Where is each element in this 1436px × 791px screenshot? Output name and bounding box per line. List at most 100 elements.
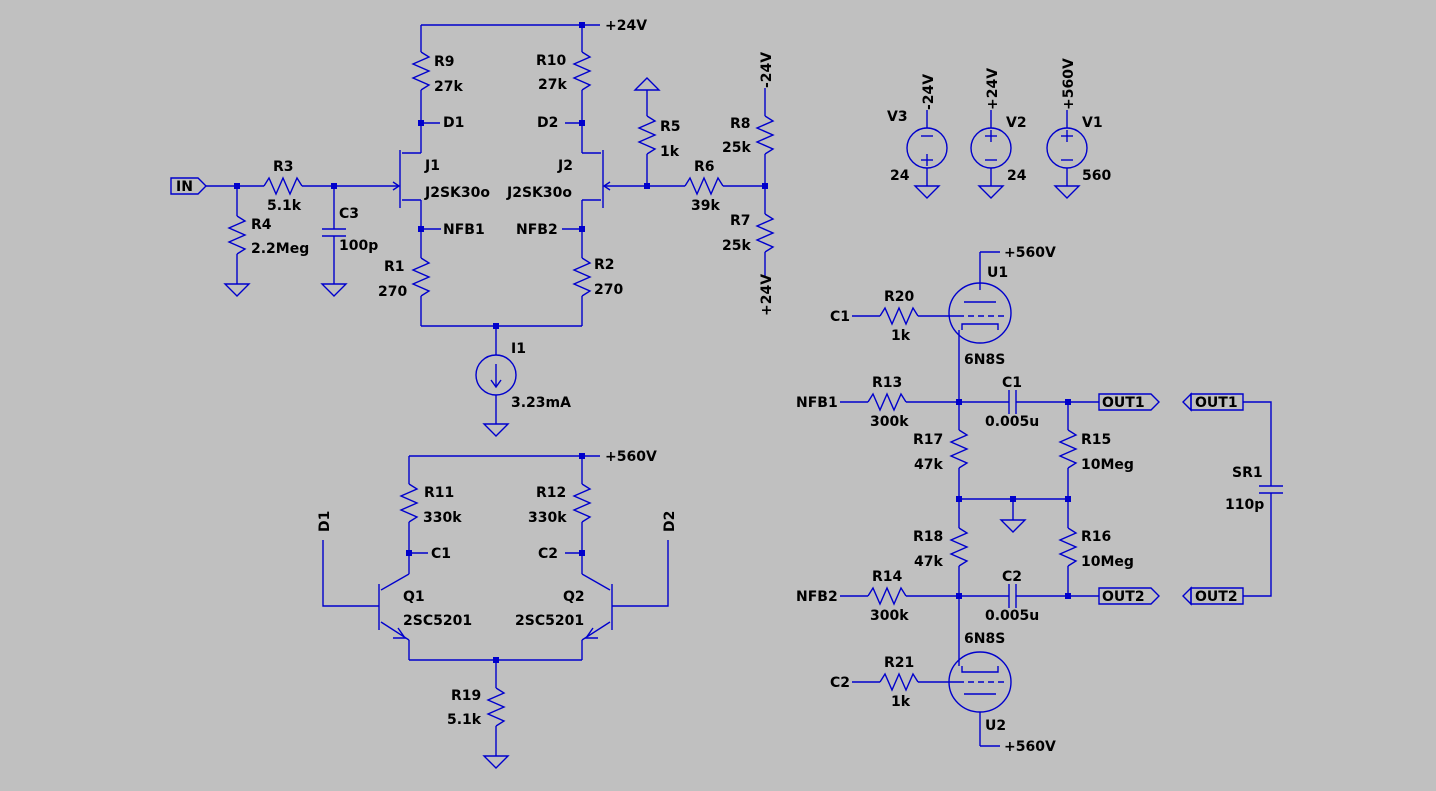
port-label-out1: OUT1 (1102, 395, 1145, 411)
value-label: 270 (594, 282, 623, 298)
ref-label: R21 (884, 655, 914, 671)
net-label: D1 (443, 115, 464, 131)
resistor-r8[interactable] (755, 88, 775, 186)
ref-label: R20 (884, 289, 915, 305)
ref-label: J2 (557, 158, 573, 174)
resistor-r5[interactable] (633, 77, 661, 186)
ref-label: R2 (594, 257, 615, 273)
net-label: C2 (830, 675, 850, 691)
net-label: C1 (830, 309, 850, 325)
value-label: 0.005u (985, 414, 1039, 430)
capacitor-c1[interactable] (959, 390, 1068, 414)
rail-label: +560V (1061, 58, 1077, 110)
value-label: 10Meg (1081, 457, 1134, 473)
ref-label: R18 (913, 529, 943, 545)
resistor-r3[interactable] (237, 176, 334, 196)
voltage-source-v1[interactable] (1046, 110, 1088, 199)
value-label: 25k (722, 140, 751, 156)
port-label-out2-in: OUT2 (1195, 589, 1238, 605)
resistor-r14[interactable] (840, 586, 959, 606)
value-label: 300k (870, 414, 909, 430)
resistor-r9[interactable] (411, 25, 431, 123)
resistor-r15[interactable] (1058, 402, 1078, 499)
value-label: 1k (891, 694, 911, 710)
jfet-j2[interactable] (581, 123, 647, 229)
value-label: 10Meg (1081, 554, 1134, 570)
input-port[interactable] (170, 177, 207, 195)
resistor-r12[interactable] (572, 456, 592, 553)
ref-label: R15 (1081, 432, 1111, 448)
capacitor-sr1[interactable] (1243, 401, 1283, 597)
jfet-j1[interactable] (334, 123, 422, 229)
resistor-r17[interactable] (949, 402, 969, 499)
resistor-r11[interactable] (399, 456, 419, 553)
resistor-r10[interactable] (572, 25, 592, 123)
value-label: 5.1k (447, 712, 482, 728)
resistor-r1[interactable] (411, 229, 431, 326)
resistor-r21[interactable] (852, 672, 919, 692)
resistor-r13[interactable] (840, 392, 959, 412)
rail-label: +24V (605, 18, 647, 34)
input-stage: +24V R9 27k R10 27k D1 D2 J1 J2SK30o J2 … (170, 18, 775, 437)
resistor-r4[interactable] (223, 186, 251, 297)
value-label: 24 (890, 168, 910, 184)
tube-u2[interactable] (918, 596, 1012, 747)
resistor-r18[interactable] (949, 499, 969, 596)
voltage-source-v2[interactable] (970, 110, 1012, 199)
capacitor-c3[interactable] (320, 186, 348, 297)
value-label: 3.23mA (511, 395, 571, 411)
ref-label: Q2 (563, 589, 585, 605)
transistor-q1[interactable] (322, 540, 410, 660)
ref-label: C1 (1002, 375, 1022, 391)
resistor-r7[interactable] (755, 186, 775, 276)
value-label: 27k (434, 79, 463, 95)
rail-label: -24V (759, 52, 775, 88)
resistor-r19[interactable] (482, 660, 510, 769)
value-label: 5.1k (267, 198, 302, 214)
value-label: 24 (1007, 168, 1027, 184)
ref-label: V3 (887, 109, 908, 125)
voltage-source-v3[interactable] (906, 110, 948, 199)
capacitor-c2[interactable] (959, 584, 1068, 608)
ref-label: U2 (985, 718, 1006, 734)
output-stage: +560V U1 6N8S C1 R20 1k NFB1 R13 300k C1… (796, 245, 1160, 755)
net-label: C1 (431, 546, 451, 562)
rail-label: +560V (1004, 245, 1056, 261)
port-label-out2: OUT2 (1102, 589, 1145, 605)
value-label: 1k (891, 328, 911, 344)
value-label: 47k (914, 457, 943, 473)
ground-symbol (999, 499, 1027, 533)
resistor-r20[interactable] (852, 306, 919, 326)
resistor-r6[interactable] (647, 176, 765, 196)
resistor-r16[interactable] (1058, 499, 1078, 596)
value-label: 330k (423, 510, 462, 526)
ref-label: R16 (1081, 529, 1111, 545)
net-label: D2 (537, 115, 558, 131)
net-label: D2 (662, 511, 678, 532)
rail-label: +560V (1004, 739, 1056, 755)
value-label: 47k (914, 554, 943, 570)
ref-label: SR1 (1232, 465, 1263, 481)
ref-label: J1 (424, 158, 440, 174)
net-label: NFB1 (443, 222, 485, 238)
port-out1-in[interactable] (1182, 392, 1244, 412)
port-out2-in[interactable] (1182, 586, 1244, 606)
value-label: 39k (691, 198, 720, 214)
ref-label: V2 (1006, 115, 1027, 131)
net-label: NFB2 (796, 589, 838, 605)
value-label: 1k (660, 144, 680, 160)
transistor-q2[interactable] (581, 540, 669, 660)
port-out1[interactable] (1098, 393, 1160, 411)
rail-label: +24V (985, 68, 1001, 110)
ref-label: U1 (987, 265, 1008, 281)
resistor-r2[interactable] (572, 229, 592, 326)
net-label: NFB1 (796, 395, 838, 411)
value-label: 0.005u (985, 608, 1039, 624)
current-source-i1[interactable] (475, 326, 517, 437)
port-out2[interactable] (1098, 587, 1160, 605)
tube-u1[interactable] (918, 251, 1012, 402)
net-label: NFB2 (516, 222, 558, 238)
port-label-in: IN (176, 179, 193, 195)
ref-label: R17 (913, 432, 943, 448)
